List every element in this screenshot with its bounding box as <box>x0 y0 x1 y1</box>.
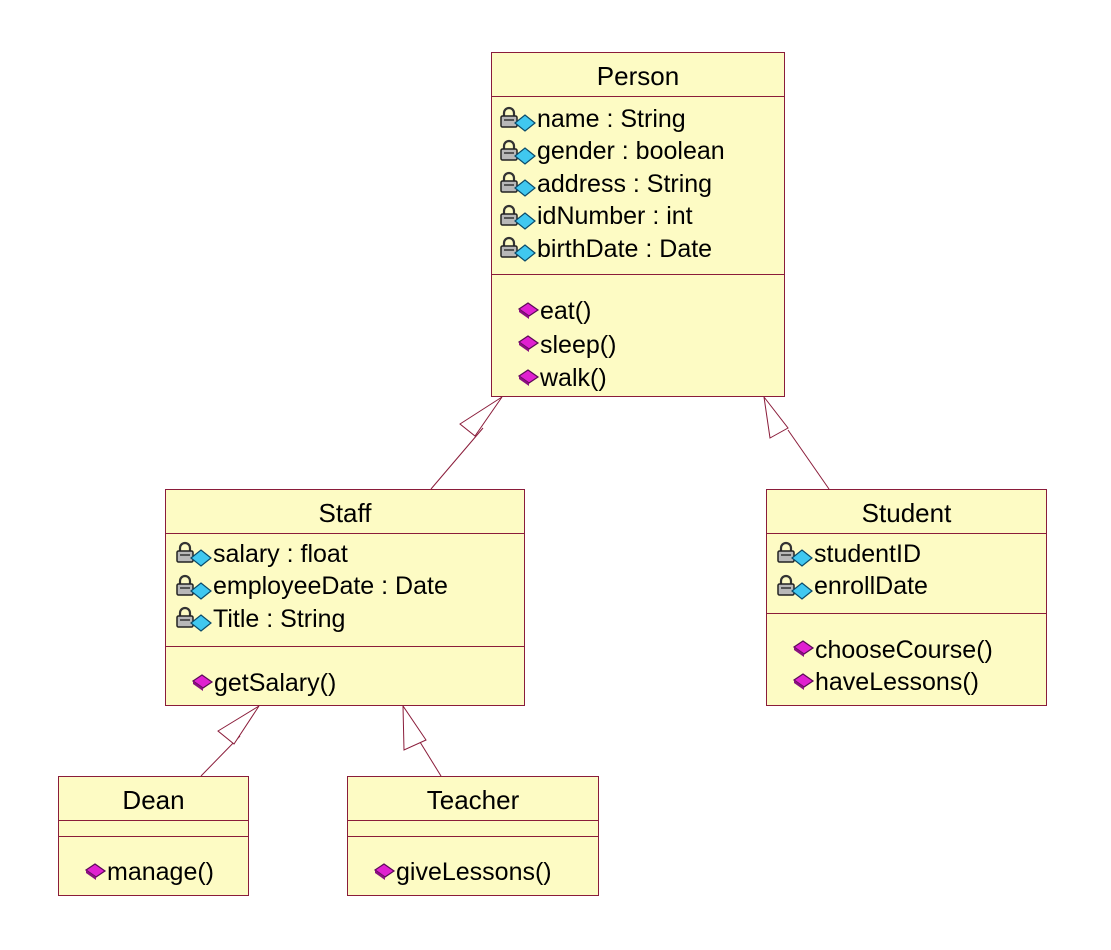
public-operation-icon <box>373 862 396 880</box>
attribute-row[interactable]: salary : float <box>175 538 524 571</box>
operation-label: chooseCourse() <box>815 635 993 664</box>
class-name: Teacher <box>348 777 598 821</box>
operation-label: eat() <box>540 297 592 326</box>
attribute-row[interactable]: Title : String <box>175 603 524 636</box>
operation-row[interactable]: chooseCourse() <box>791 634 1046 667</box>
attribute-label: enrollDate <box>814 572 928 601</box>
operations-compartment: eat() sleep() walk() <box>492 275 784 396</box>
class-person[interactable]: Person name : String gender : boolean addr… <box>491 52 785 397</box>
private-attribute-icon <box>176 542 212 568</box>
private-attribute-icon <box>176 607 212 633</box>
public-operation-icon <box>517 302 540 319</box>
attribute-label: gender : boolean <box>537 137 725 166</box>
class-dean[interactable]: Dean manage() <box>58 776 249 896</box>
attribute-label: studentID <box>814 539 922 568</box>
arrowhead-teacher-staff <box>402 704 427 751</box>
private-attribute-icon <box>500 107 536 133</box>
operation-row[interactable]: haveLessons() <box>791 667 1046 700</box>
private-attribute-icon <box>500 172 536 198</box>
attributes-compartment <box>59 821 248 837</box>
edge-teacher-staff <box>419 741 442 777</box>
private-attribute-icon <box>500 139 536 165</box>
attribute-label: idNumber : int <box>537 202 693 231</box>
attribute-row[interactable]: studentID <box>776 538 1046 571</box>
attributes-compartment <box>348 821 598 837</box>
operation-row[interactable]: walk() <box>516 362 784 396</box>
arrowhead-dean-staff <box>217 705 260 745</box>
private-attribute-icon <box>777 574 813 600</box>
operation-label: giveLessons() <box>396 858 552 886</box>
attribute-row[interactable]: name : String <box>499 103 784 136</box>
operation-row[interactable]: eat() <box>516 295 784 329</box>
private-attribute-icon <box>500 204 536 230</box>
arrowhead-staff-person <box>459 396 503 437</box>
edge-staff-person <box>430 427 484 490</box>
operation-row[interactable]: sleep() <box>516 329 784 363</box>
operations-compartment: giveLessons() <box>348 837 598 889</box>
public-operation-icon <box>517 369 540 386</box>
arrowhead-student-person <box>763 395 789 439</box>
attribute-label: name : String <box>537 104 686 133</box>
operations-compartment: getSalary() <box>166 647 524 701</box>
attribute-row[interactable]: enrollDate <box>776 571 1046 604</box>
attribute-row[interactable]: idNumber : int <box>499 201 784 234</box>
operation-label: getSalary() <box>214 669 337 698</box>
operation-row[interactable]: getSalary() <box>190 667 524 701</box>
attributes-compartment: studentID enrollDate <box>767 534 1046 614</box>
operation-row[interactable]: giveLessons() <box>372 856 598 889</box>
class-teacher[interactable]: Teacher giveLessons() <box>347 776 599 896</box>
operation-row[interactable]: manage() <box>83 856 248 889</box>
class-student[interactable]: Student studentID enrollDate chooseCourse… <box>766 489 1047 706</box>
private-attribute-icon <box>777 542 813 568</box>
operation-label: haveLessons() <box>815 668 979 697</box>
operation-label: sleep() <box>540 330 617 359</box>
attribute-label: employeeDate : Date <box>213 572 448 601</box>
operations-compartment: chooseCourse() haveLessons() <box>767 614 1046 699</box>
private-attribute-icon <box>500 237 536 263</box>
attribute-label: salary : float <box>213 539 348 568</box>
class-name: Student <box>767 490 1046 534</box>
attribute-row[interactable]: gender : boolean <box>499 136 784 169</box>
attribute-row[interactable]: birthDate : Date <box>499 233 784 266</box>
attribute-label: Title : String <box>213 604 346 633</box>
attribute-label: address : String <box>537 169 713 198</box>
class-name: Staff <box>166 490 524 534</box>
operations-compartment: manage() <box>59 837 248 889</box>
private-attribute-icon <box>176 574 212 600</box>
public-operation-icon <box>191 674 214 691</box>
attribute-row[interactable]: employeeDate : Date <box>175 571 524 604</box>
operation-label: walk() <box>540 364 607 393</box>
attribute-row[interactable]: address : String <box>499 168 784 201</box>
public-operation-icon <box>792 640 815 658</box>
class-name: Person <box>492 53 784 97</box>
edge-student-person <box>787 429 830 490</box>
class-name: Dean <box>59 777 248 821</box>
attribute-label: birthDate : Date <box>537 234 713 263</box>
public-operation-icon <box>792 673 815 690</box>
public-operation-icon <box>84 862 107 880</box>
operation-label: manage() <box>107 858 214 886</box>
public-operation-icon <box>517 335 540 353</box>
attributes-compartment: name : String gender : boolean address : S… <box>492 97 784 275</box>
